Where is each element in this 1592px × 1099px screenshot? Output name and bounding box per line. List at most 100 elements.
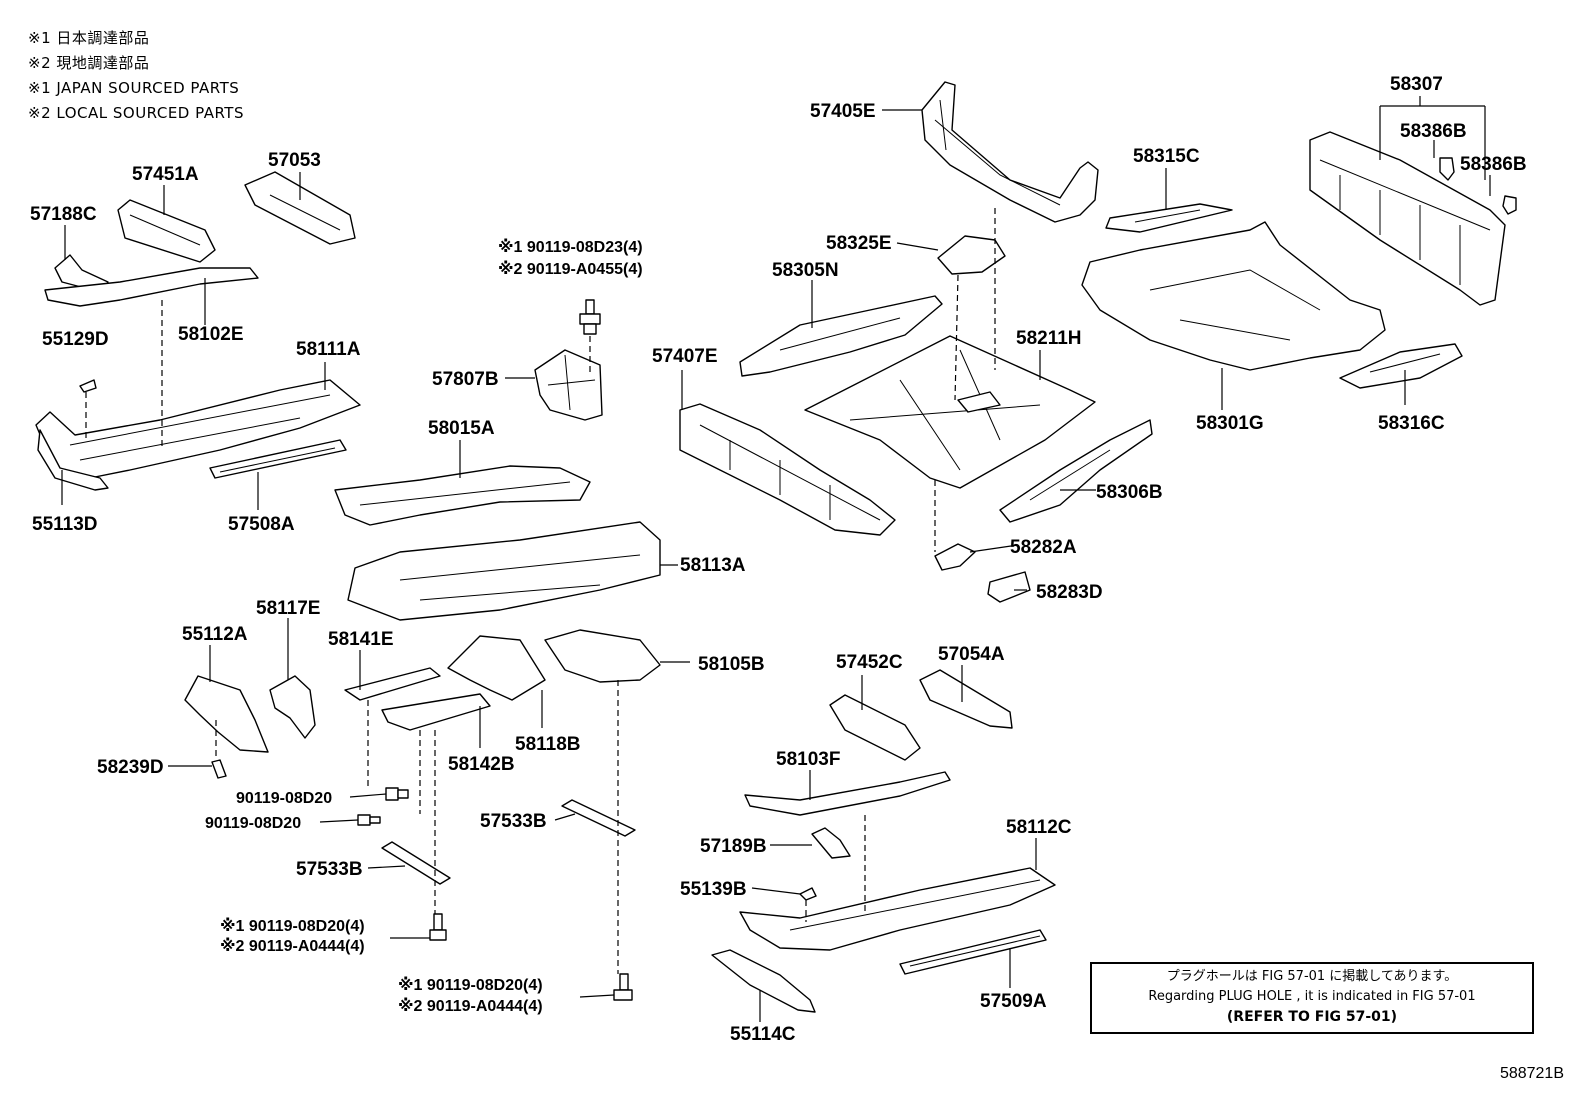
label-57189B: 57189B [700,836,767,857]
part-58103F[interactable] [744,771,951,816]
part-57533B-a[interactable] [561,799,636,837]
label-58112C: 58112C [1006,817,1072,838]
part-58325E[interactable] [937,235,1006,275]
label-58305N: 58305N [772,260,839,281]
part-57508A[interactable] [209,439,347,479]
label-bolt-90119-A0444-4b: ※2 90119-A0444(4) [398,997,543,1015]
part-55114C[interactable] [711,949,816,1013]
part-58117E[interactable] [269,675,316,739]
part-57054A[interactable] [919,669,1013,729]
part-58239D[interactable] [211,759,227,779]
label-58306B: 58306B [1096,482,1163,503]
leader-lines [61,96,1491,1022]
part-58105B[interactable] [544,629,661,683]
part-58102E[interactable] [44,267,259,307]
label-58117E: 58117E [256,598,320,619]
part-58113A[interactable] [347,521,661,621]
part-58283D[interactable] [987,571,1031,603]
label-55113D: 55113D [32,514,98,535]
label-58307: 58307 [1390,74,1443,95]
part-58015A[interactable] [334,465,591,526]
label-58386B-a: 58386B [1400,121,1467,142]
label-58113A: 58113A [680,555,746,576]
part-58142B[interactable] [381,693,491,731]
label-58103F: 58103F [776,749,840,770]
part-57807B[interactable] [534,349,603,421]
bolt-90119-08D20-4b[interactable] [613,973,633,1001]
label-58105B: 58105B [698,654,765,675]
note-local-en: ※2 LOCAL SOURCED PARTS [28,104,244,122]
part-58306B[interactable] [999,419,1153,523]
part-57452C[interactable] [829,694,921,761]
label-57509A: 57509A [980,991,1047,1012]
label-58282A: 58282A [1010,537,1077,558]
part-57189B[interactable] [811,827,851,859]
reference-note-box: プラグホールは FIG 57-01 に掲載してあります。 Regarding P… [1090,962,1534,1034]
label-58315C: 58315C [1133,146,1200,167]
part-55112A[interactable] [184,675,269,753]
label-55129D: 55129D [42,329,109,350]
note-local-jp: ※2 現地調達部品 [28,54,150,72]
part-57451A[interactable] [117,199,216,263]
bolt-90119-08D20-a[interactable] [385,787,409,801]
label-bolt-90119-A0444-4a: ※2 90119-A0444(4) [220,937,365,955]
bolt-90119-08D20-b[interactable] [357,814,381,826]
part-57509A[interactable] [899,929,1047,975]
label-58118B: 58118B [515,734,581,755]
alignment-lines [85,208,996,974]
part-58301G[interactable] [1081,221,1386,371]
bolt-90119-08D23[interactable] [579,299,601,335]
label-57405E: 57405E [810,101,876,122]
label-57508A: 57508A [228,514,295,535]
part-58386B-a[interactable] [1439,157,1455,181]
part-58282A[interactable] [934,543,976,571]
part-55113D[interactable] [37,429,109,491]
part-55139B[interactable] [799,887,817,901]
part-58118B[interactable] [447,635,546,701]
label-57407E: 57407E [652,346,718,367]
label-58102E: 58102E [178,324,244,345]
label-57188C: 57188C [30,204,97,225]
label-57054A: 57054A [938,644,1005,665]
part-58111A[interactable] [35,379,361,479]
figure-id: 588721B [1499,1065,1564,1082]
part-58141E[interactable] [344,667,441,701]
part-58211H[interactable] [804,335,1096,489]
label-bolt-90119-A0455: ※2 90119-A0455(4) [498,260,643,278]
note-japan-en: ※1 JAPAN SOURCED PARTS [28,79,240,97]
part-58305N[interactable] [739,295,943,377]
label-58386B-b: 58386B [1460,154,1527,175]
label-58316C: 58316C [1378,413,1445,434]
part-57053[interactable] [244,171,356,245]
part-57407E[interactable] [679,403,896,536]
label-bolt-90119-08D20-b: 90119-08D20 [205,815,301,832]
part-58316C[interactable] [1339,343,1463,389]
label-58142B: 58142B [448,754,515,775]
label-58015A: 58015A [428,418,495,439]
label-57451A: 57451A [132,164,199,185]
label-55139B: 55139B [680,879,747,900]
label-57533B-b: 57533B [296,859,363,880]
bolt-90119-08D20-4a[interactable] [429,913,447,941]
part-58386B-b[interactable] [1502,195,1517,215]
part-58315C[interactable] [1105,203,1233,233]
label-58111A: 58111A [296,339,361,360]
part-55129D[interactable] [79,379,97,393]
label-57807B: 57807B [432,369,499,390]
part-58112C[interactable] [739,867,1056,951]
part-58307[interactable] [1309,131,1506,306]
label-bolt-90119-08D20-a: 90119-08D20 [236,790,332,807]
label-57053: 57053 [268,150,321,171]
part-57533B-b[interactable] [381,841,451,885]
label-57452C: 57452C [836,652,903,673]
reference-note-refer: (REFER TO FIG 57-01) [1226,1009,1398,1025]
label-58301G: 58301G [1196,413,1264,434]
reference-note-en: Regarding PLUG HOLE , it is indicated in… [1148,989,1476,1004]
part-57405E[interactable] [921,81,1099,223]
part-57188C[interactable] [54,254,109,293]
label-58211H: 58211H [1016,328,1082,349]
label-bolt-90119-08D20-4a: ※1 90119-08D20(4) [220,917,365,935]
label-57533B-a: 57533B [480,811,547,832]
